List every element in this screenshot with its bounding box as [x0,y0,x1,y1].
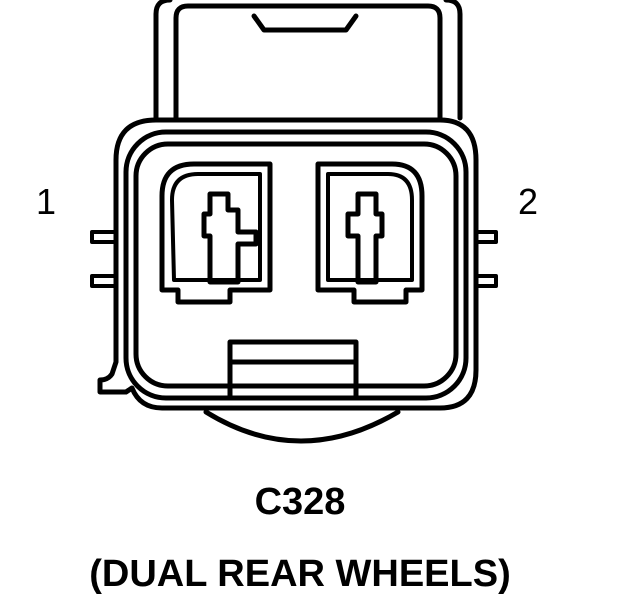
pin-1-label: 1 [36,181,56,222]
housing-bottom-bulge [203,409,401,444]
connector-description: (DUAL REAR WHEELS) [89,553,511,595]
left-ribs [90,230,118,288]
right-ribs [474,230,498,288]
pin-cavity-2 [315,161,425,305]
locking-tab [153,0,463,121]
pin-cavity-1 [159,161,273,305]
polarization-key [227,339,359,401]
connector-id: C328 [255,481,346,523]
pin-2-label: 2 [518,181,538,222]
